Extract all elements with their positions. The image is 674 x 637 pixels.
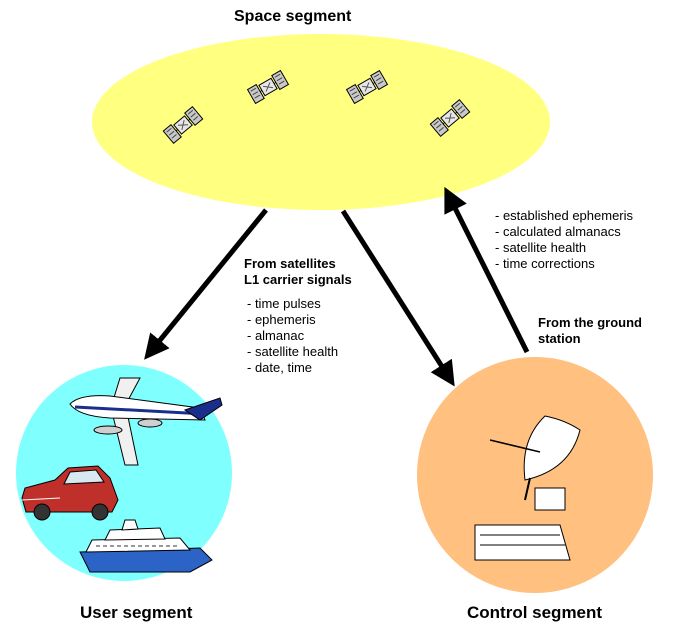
list-item: - time corrections (495, 256, 595, 271)
list-item: - almanac (247, 328, 305, 343)
list-item: - calculated almanacs (495, 224, 621, 239)
downlink-arrow-to-control (340, 209, 455, 387)
list-item: - satellite health (247, 344, 339, 359)
uplink-heading-line: station (538, 331, 581, 346)
uplink-arrow-to-space (444, 186, 530, 354)
downlink-heading-line: From satellites (244, 256, 336, 271)
antenna-dish-icon (474, 415, 581, 561)
downlink-heading-line: L1 carrier signals (244, 272, 352, 287)
downlink-arrow-to-user (144, 208, 268, 360)
uplink-heading: From the ground station (538, 315, 642, 347)
list-item: - date, time (247, 360, 313, 375)
control-segment-title: Control segment (467, 603, 603, 622)
car-icon (21, 465, 119, 521)
list-item: - ephemeris (247, 312, 316, 327)
airplane-icon (69, 377, 223, 466)
list-item: - time pulses (247, 296, 321, 311)
user-segment-title: User segment (80, 603, 193, 622)
uplink-items: - established ephemeris - calculated alm… (495, 208, 633, 272)
space-segment-ellipse (92, 34, 550, 210)
list-item: - satellite health (495, 240, 587, 255)
downlink-items: - time pulses - ephemeris - almanac - sa… (247, 296, 338, 376)
uplink-heading-line: From the ground (538, 315, 642, 330)
downlink-heading: From satellites L1 carrier signals (244, 256, 352, 288)
list-item: - established ephemeris (495, 208, 634, 223)
ship-icon (79, 519, 213, 573)
space-segment-title: Space segment (234, 8, 352, 25)
